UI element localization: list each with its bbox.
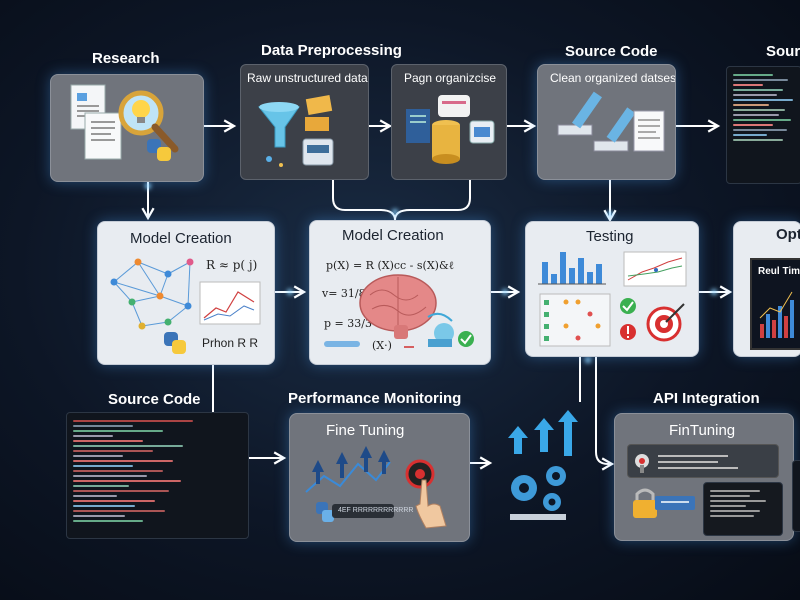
python-icon [316,502,334,522]
up-arrows-icon [312,446,390,484]
clean-data-label: Clean organized datsest [550,71,676,85]
fine-tuning-title: Fine Tuning [326,422,405,439]
api-code-window-bottom [703,482,783,536]
api-code-content [635,454,738,473]
model-creation-center-title: Model Creation [342,227,444,244]
code-lines [727,67,800,141]
testing-illustration [538,251,687,347]
lock-icon [633,488,657,518]
model-creation-center-panel: Model Creation p(X) = R (X)cc - s(X)&ℓ v… [309,220,491,365]
api-integration-panel: FinTuning [614,413,794,541]
pagn-panel: Pagn organizcise [391,64,507,180]
lightbulb-icon [132,100,150,123]
checkmark-icon [620,298,636,314]
funnel-illustration [257,95,334,167]
python-icon [147,139,171,161]
fine-tuning-pill-text: 4EF RRRRRRRRRRRR [338,507,414,514]
gear-icon [428,323,454,347]
stage-label-api-integration: API Integration [653,390,760,407]
api-illustration [633,488,695,518]
testing-panel: Testing [525,221,699,357]
testing-title: Testing [586,228,634,245]
optimization-panel: Reul Time [733,221,800,357]
stage-label-data-preprocessing: Data Preprocessing [261,42,402,59]
research-illustration [70,84,179,161]
research-panel [50,74,204,182]
warning-icon [620,324,636,340]
api-code-window-top [627,444,779,478]
model-formula: R ≈ p( j) [206,258,258,272]
raw-data-panel: Raw unstructured data [240,64,369,180]
formula-x: (X·) [372,339,392,352]
brain-icon [359,274,437,339]
clean-data-panel: Clean organized datsest [537,64,676,180]
stage-label-source-code-cut: Sour [766,43,800,60]
pagn-label: Pagn organizcise [404,71,497,85]
code-window-bottom [66,412,249,539]
formula-line-1: p(X) = R (X)cc - s(X)&ℓ [326,259,455,272]
database-icon [302,138,334,166]
document-icon [84,112,122,160]
database-icon [432,120,460,164]
bar-chart-icon [538,252,606,285]
funnel-icon [257,102,300,148]
stage-label-optimization-cut: Opt [776,226,800,243]
stage-label-performance-monitoring: Performance Monitoring [288,390,462,407]
checkmark-icon [458,331,474,347]
up-arrows-icon [508,410,578,456]
gear-icon [511,466,566,511]
languages-label: Prhon R R [202,336,259,350]
code-window-top [726,66,800,184]
stage-label-source-code-bottom: Source Code [108,391,201,408]
stage-label-source-code-top: Source Code [565,43,658,60]
fine-tuning-panel: Fine Tuning 4EF RRRRRRRRRRRR [289,413,470,542]
document-icon [633,110,665,152]
raw-data-label: Raw unstructured data [247,71,368,85]
edge-code-window [792,460,800,532]
code-lines [67,413,248,522]
model-creation-left-title: Model Creation [130,230,232,247]
network-graph [110,258,261,354]
stage-label-research: Research [92,50,160,67]
hand-click-icon [415,479,447,529]
api-fine-tuning-title: FinTuning [669,422,736,439]
python-icon [164,332,186,354]
brain-illustration [324,274,474,348]
realtime-label: Reul Time [758,266,800,277]
realtime-monitor: Reul Time [750,258,800,350]
model-creation-left-panel: Model Creation R ≈ p( j) Prhon R R [97,221,275,365]
cleaning-illustration [557,91,665,152]
stacked-data-illustration [406,95,495,164]
realtime-chart [759,291,794,338]
target-icon [646,303,685,342]
fine-tuning-illustration [305,446,447,529]
